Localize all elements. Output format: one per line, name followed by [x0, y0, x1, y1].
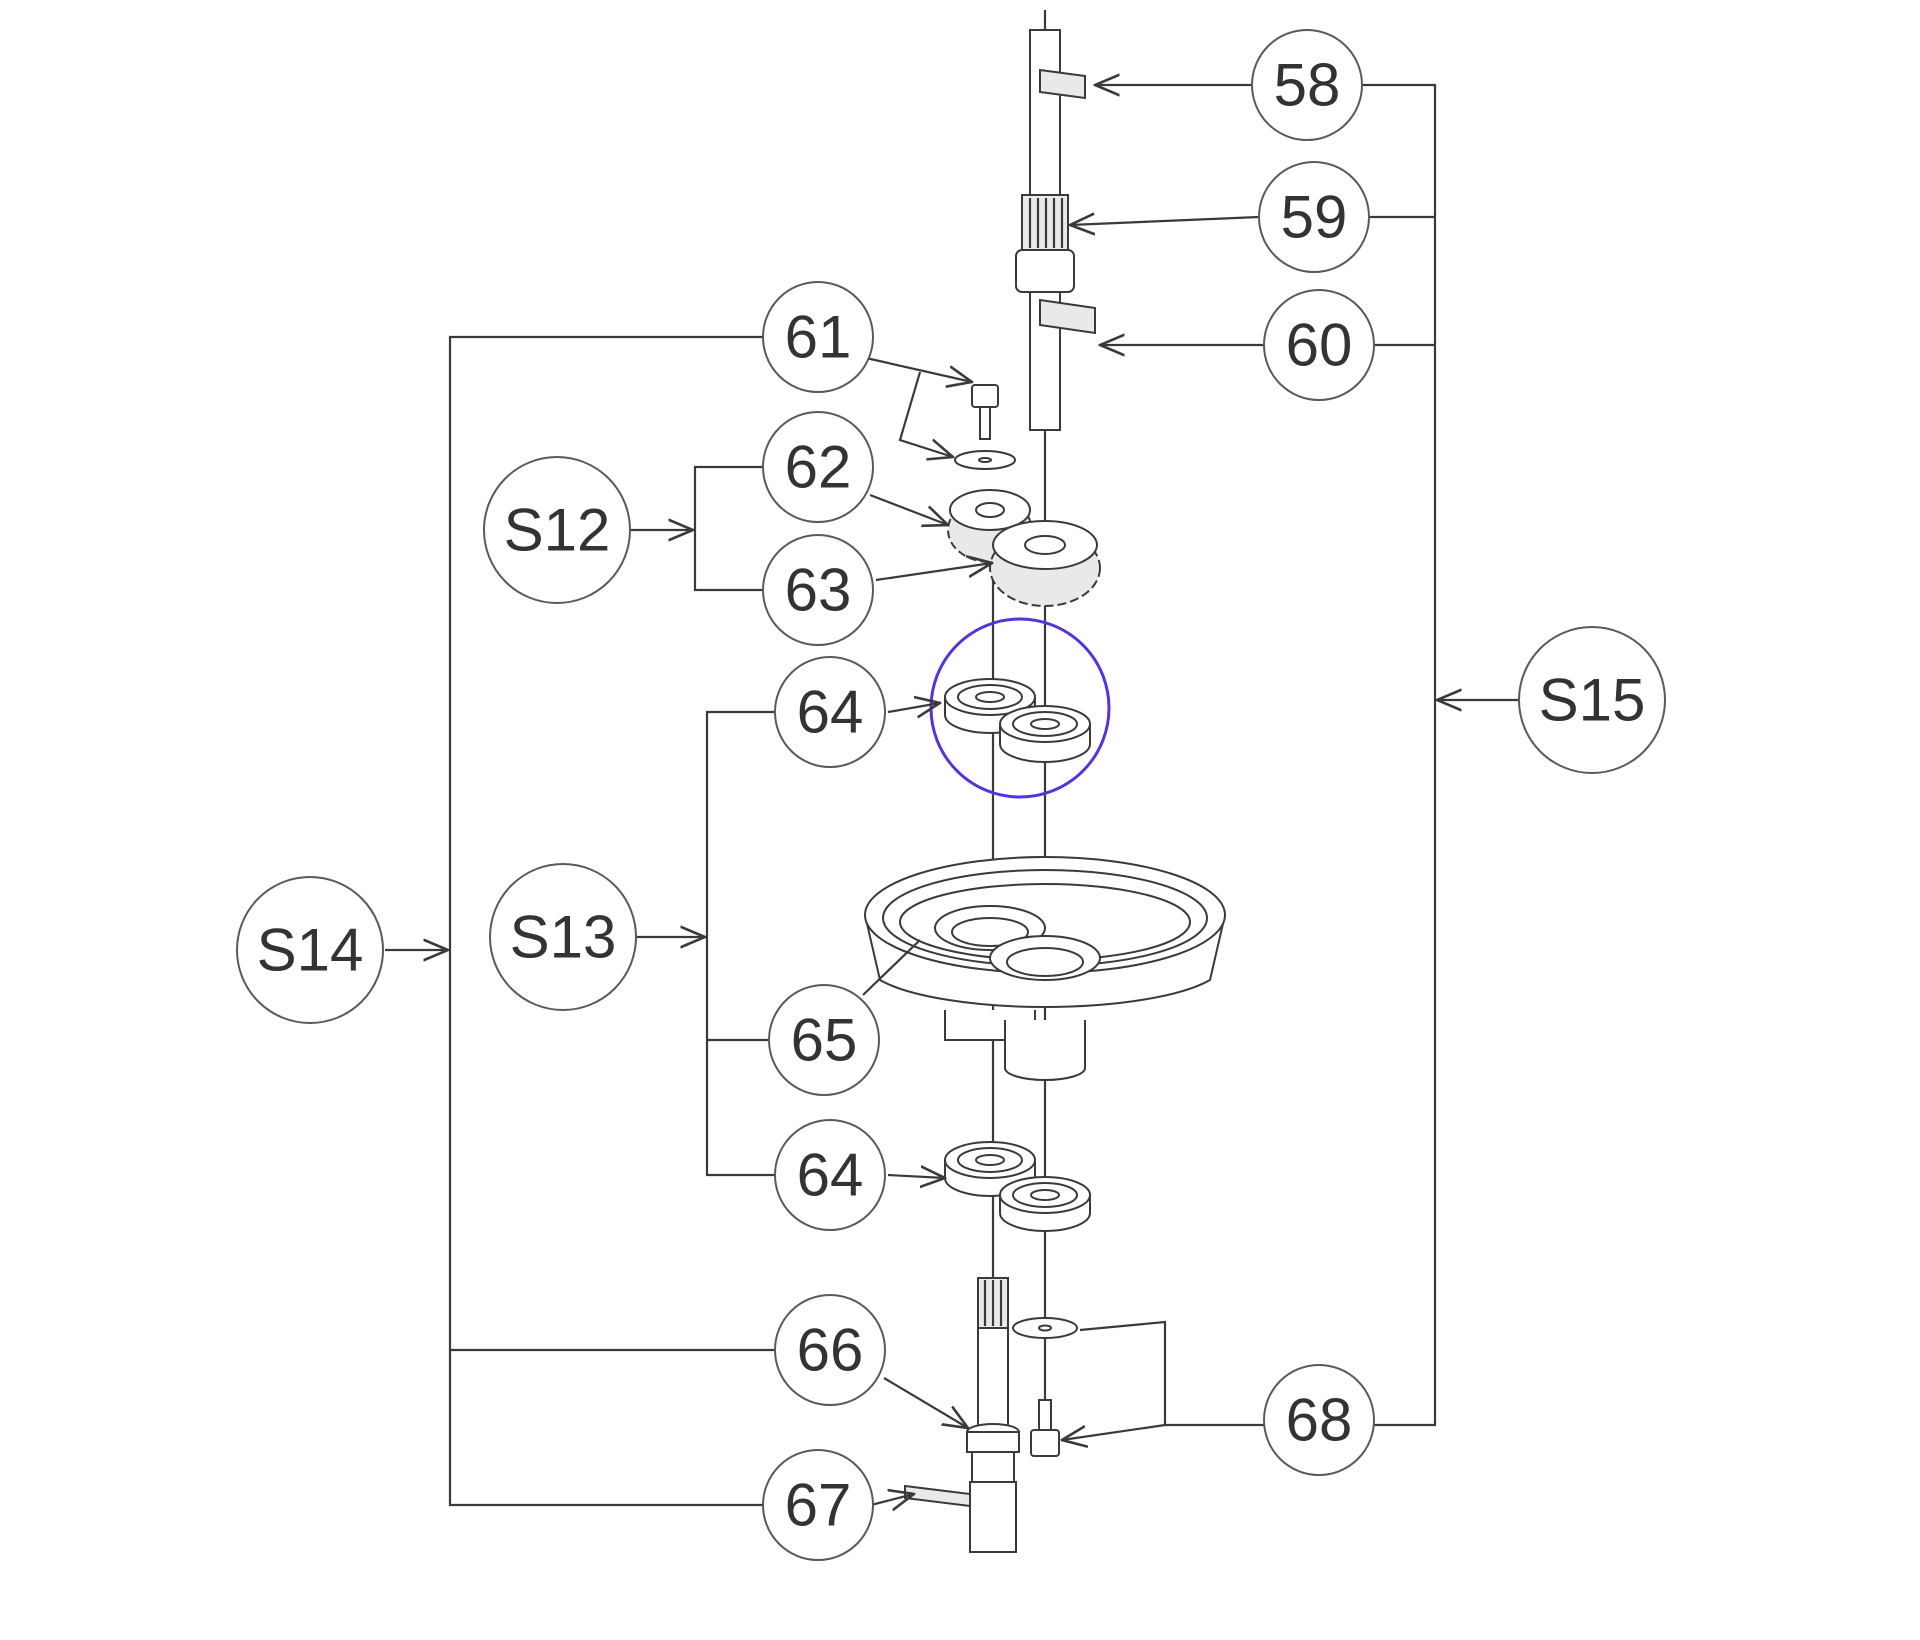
label-60[interactable]: 60 [1263, 289, 1375, 401]
label-68[interactable]: 68 [1263, 1364, 1375, 1476]
label-61[interactable]: 61 [762, 281, 874, 393]
label-s12[interactable]: S12 [483, 456, 631, 604]
label-64-upper[interactable]: 64 [774, 656, 886, 768]
label-64-lower-text: 64 [797, 1142, 864, 1209]
label-s14[interactable]: S14 [236, 876, 384, 1024]
label-63-text: 63 [785, 557, 852, 624]
label-58[interactable]: 58 [1251, 29, 1363, 141]
label-59-text: 59 [1281, 184, 1348, 251]
label-s15-text: S15 [1539, 667, 1646, 734]
label-67[interactable]: 67 [762, 1449, 874, 1561]
key-58-part [1039, 68, 1086, 100]
bolt-68-part [1012, 1317, 1078, 1457]
label-61-text: 61 [785, 304, 852, 371]
label-62[interactable]: 62 [762, 411, 874, 523]
label-s12-text: S12 [504, 497, 611, 564]
key-67-part [904, 1484, 971, 1508]
label-64-lower[interactable]: 64 [774, 1119, 886, 1231]
label-s13-text: S13 [510, 904, 617, 971]
upper-shaft-assembly [1015, 10, 1096, 431]
key-60-part [1039, 298, 1096, 335]
housing-65-part [864, 856, 1226, 1081]
label-65[interactable]: 65 [768, 984, 880, 1096]
leader-lines [385, 85, 1519, 1505]
label-60-text: 60 [1286, 312, 1353, 379]
label-62-text: 62 [785, 434, 852, 501]
label-s13[interactable]: S13 [489, 863, 637, 1011]
bolt-61-part [954, 384, 1016, 470]
label-s14-text: S14 [257, 917, 364, 984]
label-66[interactable]: 66 [774, 1294, 886, 1406]
label-66-text: 66 [797, 1317, 864, 1384]
label-68-text: 68 [1286, 1387, 1353, 1454]
label-63[interactable]: 63 [762, 534, 874, 646]
bearing-pair-upper [944, 678, 1091, 763]
label-58-text: 58 [1274, 52, 1341, 119]
bearing-pair-lower [944, 1141, 1091, 1232]
label-67-text: 67 [785, 1472, 852, 1539]
label-s15[interactable]: S15 [1518, 626, 1666, 774]
gear-63-part [989, 520, 1101, 607]
label-65-text: 65 [791, 1007, 858, 1074]
label-59[interactable]: 59 [1258, 161, 1370, 273]
label-64-upper-text: 64 [797, 679, 864, 746]
lower-shaft-66-part [904, 1277, 1020, 1553]
